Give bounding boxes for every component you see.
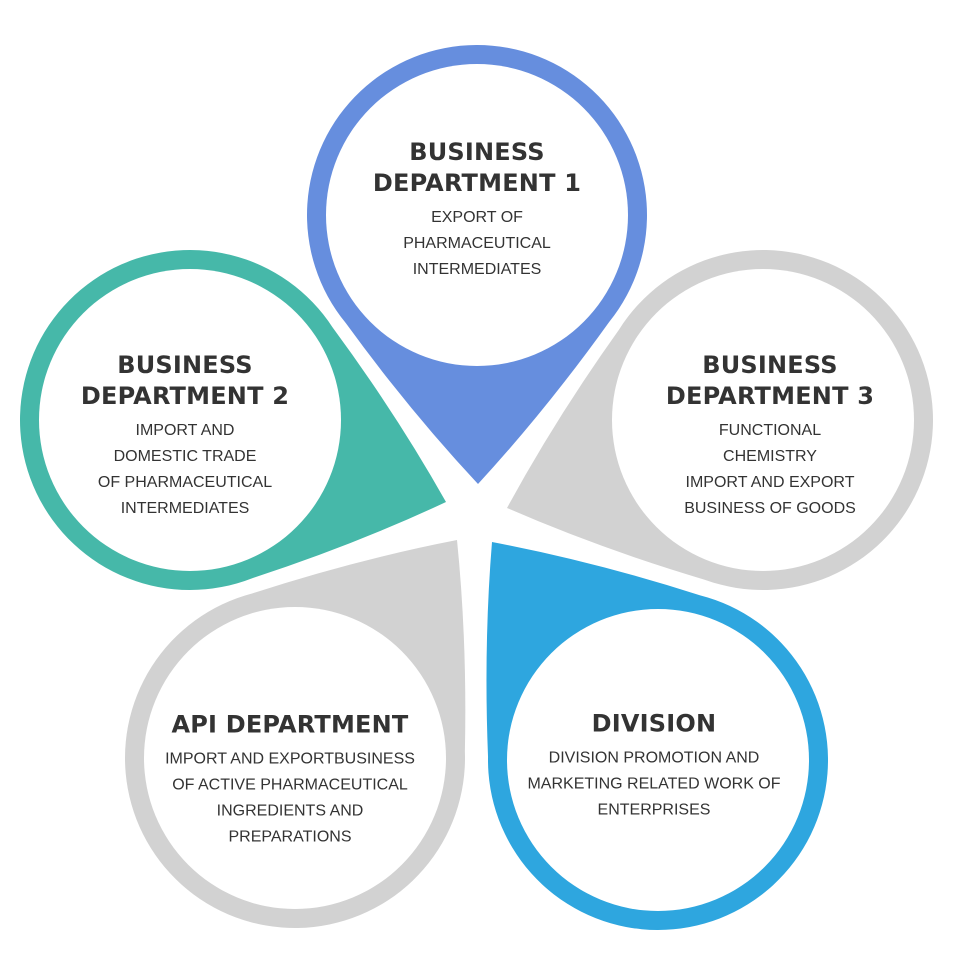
business-department-3-description: FUNCTIONAL CHEMISTRY IMPORT AND EXPORT B… [684,422,856,517]
business-department-1-title: BUSINESS DEPARTMENT 1 [372,138,582,197]
api-department-description: IMPORT AND EXPORTBUSINESS OF ACTIVE PHAR… [165,750,415,846]
business-department-1-inner-circle [326,64,628,366]
api-department-inner-circle [144,607,446,909]
business-department-1-label: BUSINESS DEPARTMENT 1 EXPORT OF PHARMACE… [332,137,622,283]
business-department-1-petal [307,45,647,484]
business-department-2-description: IMPORT AND DOMESTIC TRADE OF PHARMACEUTI… [97,422,273,517]
business-department-3-inner-circle [612,269,914,571]
business-department-3-title: BUSINESS DEPARTMENT 3 [665,351,875,410]
api-department-label: API DEPARTMENT IMPORT AND EXPORTBUSINESS… [140,710,440,851]
business-department-1-description: EXPORT OF PHARMACEUTICAL INTERMEDIATES [403,209,551,278]
business-department-2-label: BUSINESS DEPARTMENT 2 IMPORT AND DOMESTI… [40,350,330,522]
division-description: DIVISION PROMOTION AND MARKETING RELATED… [527,749,781,819]
division-label: DIVISION DIVISION PROMOTION AND MARKETIN… [504,709,804,824]
division-inner-circle [507,609,809,911]
business-department-2-title: BUSINESS DEPARTMENT 2 [80,351,290,410]
division-petal [486,542,828,930]
business-department-2-inner-circle [39,269,341,571]
division-title: DIVISION [591,709,717,738]
api-department-title: API DEPARTMENT [171,710,409,739]
business-department-3-label: BUSINESS DEPARTMENT 3 FUNCTIONAL CHEMIST… [625,350,915,522]
api-department-petal [125,540,466,929]
business-department-2-petal [20,250,447,590]
business-department-3-petal [507,249,933,590]
